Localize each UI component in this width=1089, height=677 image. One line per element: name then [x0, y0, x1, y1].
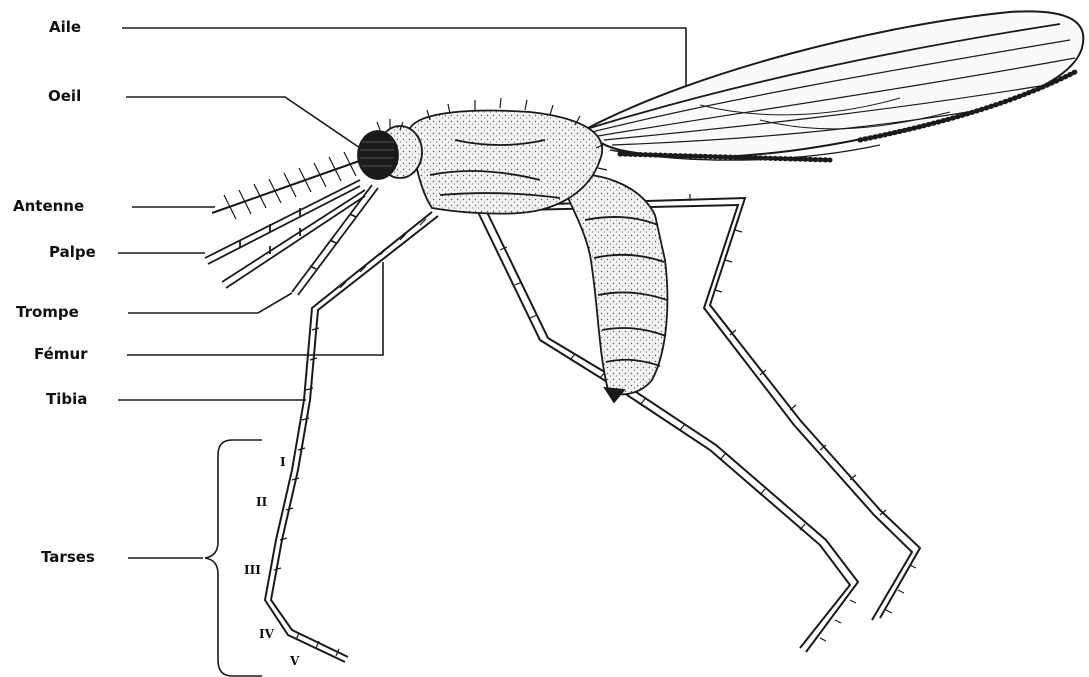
- wing: [588, 11, 1083, 160]
- label-aile: Aile: [49, 18, 81, 36]
- tarsal-segment-1: I: [280, 455, 286, 469]
- label-trompe: Trompe: [16, 303, 79, 321]
- proboscis: [292, 185, 378, 295]
- label-femur: Fémur: [34, 345, 88, 363]
- tarsal-segment-3: III: [244, 563, 261, 577]
- tarsal-segment-4: IV: [259, 627, 274, 641]
- label-tarses: Tarses: [41, 548, 95, 566]
- tarses-bracket: [205, 440, 262, 676]
- compound-eye: [358, 131, 398, 179]
- tarsal-segment-5: V: [290, 654, 299, 668]
- label-oeil: Oeil: [48, 87, 81, 105]
- leader-oeil: [126, 97, 360, 148]
- abdomen: [560, 174, 667, 402]
- label-palpe: Palpe: [49, 243, 96, 261]
- leader-aile: [122, 28, 686, 100]
- leader-femur: [127, 262, 383, 355]
- palps: [205, 180, 365, 288]
- tarsal-segment-2: II: [256, 495, 267, 509]
- label-antenne: Antenne: [13, 197, 84, 215]
- leader-trompe: [128, 293, 292, 313]
- antenna: [212, 152, 362, 219]
- label-tibia: Tibia: [46, 390, 87, 408]
